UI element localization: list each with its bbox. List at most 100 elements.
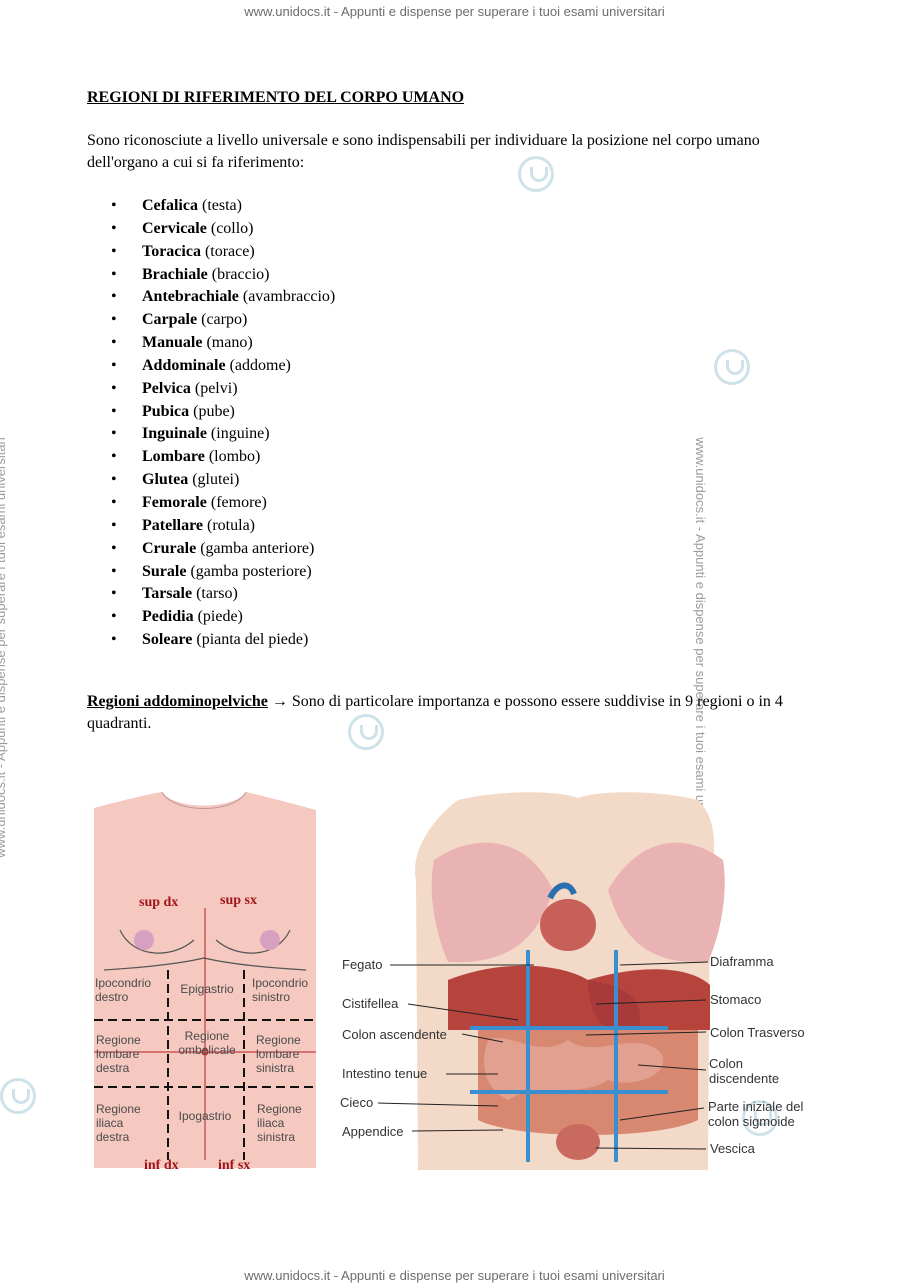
- region-list-item: • Glutea (glutei): [87, 469, 335, 492]
- region-name: Pedidia: [142, 608, 194, 626]
- region-ombelicale: Regione ombelicale: [178, 1029, 236, 1057]
- quadrant-sup-sx-label: sup sx: [220, 893, 257, 908]
- watermark-footer: www.unidocs.it - Appunti e dispense per …: [244, 1268, 665, 1283]
- organs-illustration: [377, 792, 725, 1170]
- region-list-item: • Crurale (gamba anteriore): [87, 538, 335, 561]
- region-name: Glutea: [142, 471, 189, 489]
- region-name: Pubica: [142, 402, 190, 420]
- region-list-item: •Brachiale (braccio): [87, 264, 335, 287]
- bullet-icon: •: [111, 562, 117, 580]
- region-name: Inguinale: [142, 425, 207, 443]
- region-description: (tarso): [192, 585, 238, 603]
- region-list-item: •Lombare (lombo): [87, 446, 335, 469]
- watermark-header: www.unidocs.it - Appunti e dispense per …: [244, 4, 665, 19]
- bullet-icon: •: [111, 379, 117, 397]
- region-description: (piede): [193, 608, 243, 626]
- region-description: (gamba anteriore): [196, 539, 315, 557]
- region-iliaca-destra: Regione iliaca destra: [96, 1102, 141, 1144]
- torso-illustration: [94, 791, 316, 1168]
- region-name: Cefalica: [142, 197, 198, 214]
- region-description: (avambraccio): [238, 288, 336, 306]
- bullet-icon: •: [111, 197, 117, 214]
- region-name: Crurale: [142, 539, 197, 557]
- organ-label-cistifellea: Cistifellea: [342, 996, 399, 1011]
- region-description: (carpo): [197, 311, 248, 329]
- bullet-icon: •: [111, 242, 117, 260]
- region-description: (glutei): [188, 471, 240, 489]
- region-name: Femorale: [142, 493, 207, 511]
- abdominal-regions-figure: sup dx sup sx inf dx inf sx Ipocondrio d…: [94, 790, 316, 1173]
- region-name: Soleare: [142, 631, 193, 649]
- intro-paragraph: Sono riconosciute a livello universale e…: [87, 132, 760, 171]
- organ-label-colon-sigmoide: Parte iniziale del colon sigmoide: [708, 1099, 804, 1129]
- region-name: Tarsale: [142, 585, 193, 603]
- region-list-item: • Pedidia (piede): [87, 606, 335, 629]
- region-lombare-sinistra: Regione lombare sinistra: [256, 1033, 301, 1075]
- region-ipocondrio-sinistro: Ipocondrio sinistro: [252, 976, 309, 1004]
- abdominal-organs-figure: Fegato Cistifellea Colon ascendente Inte…: [338, 790, 838, 1170]
- unidocs-logo-icon: [742, 1100, 778, 1136]
- region-list-item: • Tarsale (tarso): [87, 583, 335, 606]
- bullet-icon: •: [111, 493, 117, 511]
- region-list-item: •Carpale (carpo): [87, 309, 335, 332]
- document-title: REGIONI DI RIFERIMENTO DEL CORPO UMANO: [87, 89, 465, 106]
- region-list-item: • Cervicale (collo): [87, 218, 335, 241]
- region-name: Surale: [142, 562, 187, 580]
- region-name: Addominale: [142, 356, 226, 374]
- region-name: Brachiale: [142, 265, 208, 283]
- addominopelviche-text: Sono di particolare importanza e possono…: [87, 693, 783, 732]
- bullet-icon: •: [111, 471, 117, 489]
- organ-label-diaframma: Diaframma: [710, 954, 774, 969]
- region-list-item: • Soleare (pianta del piede): [87, 629, 335, 652]
- arrow-glyph: →: [267, 693, 292, 710]
- region-description: (mano): [202, 334, 253, 352]
- bullet-icon: •: [111, 631, 117, 649]
- region-description: (inguine): [206, 425, 270, 443]
- organ-label-colon-discendente: Colon discendente: [709, 1056, 780, 1086]
- region-ipocondrio-destro: Ipocondrio destro: [95, 976, 152, 1004]
- organ-label-colon-trasverso: Colon Trasverso: [710, 1025, 805, 1040]
- region-description: (femore): [206, 493, 267, 511]
- region-list-item: •Pubica (pube): [87, 401, 335, 424]
- quadrant-sup-dx-label: sup dx: [139, 895, 179, 910]
- watermark-side-left: www.unidocs.it - Appunti e dispense per …: [0, 437, 8, 858]
- bullet-icon: •: [111, 539, 117, 557]
- bullet-icon: •: [111, 334, 117, 352]
- organ-label-colon-ascendente: Colon ascendente: [342, 1027, 447, 1042]
- region-list-item: • Inguinale (inguine): [87, 423, 335, 446]
- region-description: (testa): [197, 197, 242, 214]
- bullet-icon: •: [111, 516, 117, 534]
- bullet-icon: •: [111, 585, 117, 603]
- region-description: (pelvi): [190, 379, 238, 397]
- region-description: (pianta del piede): [192, 631, 309, 649]
- bullet-icon: •: [111, 219, 117, 237]
- region-list-item: • Femorale (femore): [87, 492, 335, 515]
- organ-label-fegato: Fegato: [342, 957, 383, 972]
- region-name: Antebrachiale: [142, 288, 239, 306]
- region-name: Patellare: [142, 516, 204, 534]
- region-description: (rotula): [203, 516, 255, 534]
- organ-label-cieco: Cieco: [340, 1095, 374, 1110]
- region-description: (collo): [206, 219, 254, 237]
- unidocs-logo-icon: [518, 156, 554, 192]
- region-ipogastrio: Ipogastrio: [178, 1109, 232, 1123]
- region-list-item: • Cefalica (testa): [87, 195, 335, 218]
- region-epigastrio: Epigastrio: [180, 982, 234, 996]
- region-name: Cervicale: [142, 219, 207, 237]
- region-description: (gamba posteriore): [186, 562, 312, 580]
- organ-label-appendice: Appendice: [342, 1124, 404, 1139]
- addominopelviche-paragraph: Regioni addominopelviche → Sono di parti…: [87, 691, 827, 735]
- region-lombare-destra: Regione lombare destra: [96, 1033, 141, 1075]
- bullet-icon: •: [111, 265, 117, 283]
- addominopelviche-lead: Regioni addominopelviche: [87, 693, 268, 710]
- quadrant-inf-sx-label: inf sx: [218, 1158, 251, 1173]
- region-description: (torace): [200, 242, 255, 260]
- bullet-icon: •: [111, 425, 117, 443]
- region-list-item: •Antebrachiale (avambraccio): [87, 286, 335, 309]
- bullet-icon: •: [111, 608, 117, 626]
- region-list: •Cefalica (testa)•Cervicale (collo)•Tora…: [87, 195, 335, 652]
- region-name: Carpale: [142, 311, 198, 329]
- region-list-item: • Surale (gamba posteriore): [87, 561, 335, 584]
- region-iliaca-sinistra: Regione iliaca sinistra: [257, 1102, 302, 1144]
- organ-label-vescica: Vescica: [710, 1141, 755, 1156]
